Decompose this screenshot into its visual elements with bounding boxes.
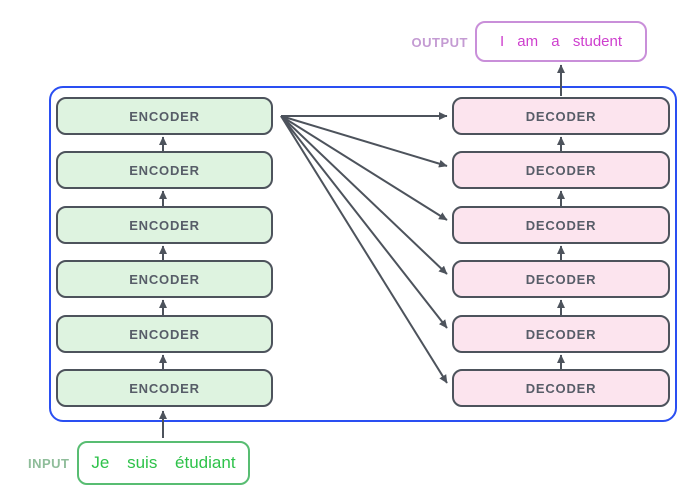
decoder-box-4: DECODER — [452, 260, 670, 298]
decoder-box-1: DECODER — [452, 97, 670, 135]
decoder-label: DECODER — [525, 217, 597, 233]
encoder-label: ENCODER — [129, 108, 200, 124]
decoder-box-2: DECODER — [452, 151, 670, 189]
decoder-box-6: DECODER — [452, 369, 670, 407]
input-sentence: Je suis étudiant — [91, 453, 236, 472]
decoder-label: DECODER — [525, 108, 597, 124]
encoder-box-2: ENCODER — [56, 151, 273, 189]
encoder-box-6: ENCODER — [56, 369, 273, 407]
encoder-label: ENCODER — [129, 326, 200, 342]
input-label: INPUT — [28, 456, 70, 471]
encoder-box-5: ENCODER — [56, 315, 273, 353]
input-sentence-box: Je suis étudiant — [77, 441, 250, 485]
decoder-box-5: DECODER — [452, 315, 670, 353]
encoder-label: ENCODER — [129, 271, 200, 287]
decoder-label: DECODER — [525, 326, 597, 342]
encoder-label: ENCODER — [129, 380, 200, 396]
encoder-label: ENCODER — [129, 162, 200, 178]
decoder-label: DECODER — [525, 162, 597, 178]
decoder-label: DECODER — [525, 380, 597, 396]
decoder-box-3: DECODER — [452, 206, 670, 244]
encoder-box-1: ENCODER — [56, 97, 273, 135]
decoder-label: DECODER — [525, 271, 597, 287]
encoder-box-3: ENCODER — [56, 206, 273, 244]
encoder-label: ENCODER — [129, 217, 200, 233]
output-label: OUTPUT — [411, 35, 468, 50]
output-sentence: I am a student — [499, 33, 623, 50]
output-sentence-box: I am a student — [475, 21, 647, 62]
encoder-box-4: ENCODER — [56, 260, 273, 298]
